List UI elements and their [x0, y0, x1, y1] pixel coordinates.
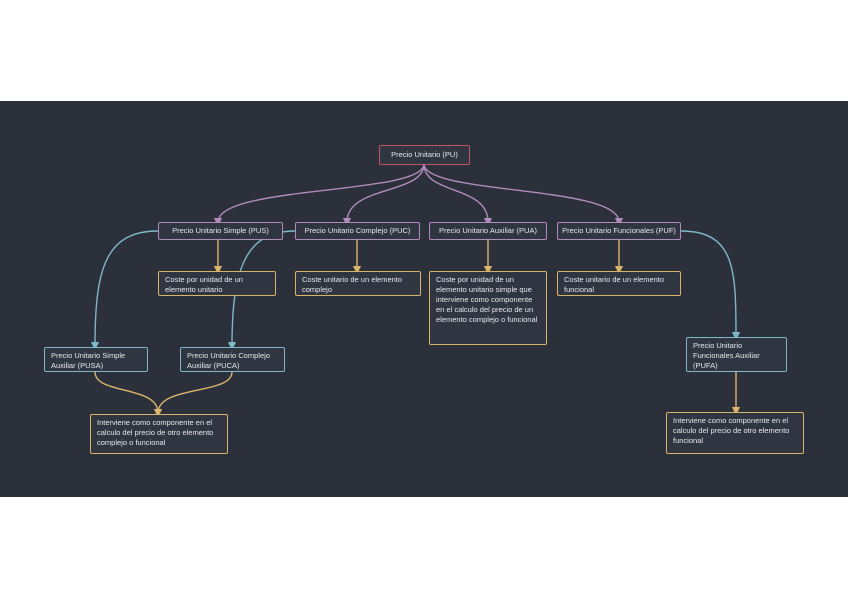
edge-pusa-note [94, 371, 163, 418]
node-pus[interactable]: Precio Unitario Simple (PUS) [158, 222, 283, 240]
edge-root-pua [423, 163, 493, 227]
node-puc[interactable]: Precio Unitario Complejo (PUC) [295, 222, 420, 240]
aux-pufa-label: Precio Unitario Funcionales Auxiliar (PU… [693, 341, 760, 370]
node-puf-label: Precio Unitario Funcionales (PUF) [562, 226, 676, 235]
aux-pufa[interactable]: Precio Unitario Funcionales Auxiliar (PU… [686, 337, 787, 372]
desc-puc-text: Coste unitario de un elemento complejo [302, 275, 403, 294]
note-right[interactable]: Interviene como componente en el calculo… [666, 412, 804, 454]
aux-pusa[interactable]: Precio Unitario Simple Auxiliar (PUSA) [44, 347, 148, 372]
desc-pus[interactable]: Coste por unidad de un elemento unitario [158, 271, 276, 296]
node-pus-label: Precio Unitario Simple (PUS) [172, 226, 269, 235]
desc-puc[interactable]: Coste unitario de un elemento complejo [295, 271, 421, 296]
note-left[interactable]: Interviene como componente en el calculo… [90, 414, 228, 454]
node-pua[interactable]: Precio Unitario Auxiliar (PUA) [429, 222, 547, 240]
note-left-text: Interviene como componente en el calculo… [97, 418, 214, 447]
edge-root-pus [213, 163, 425, 227]
aux-puca-label: Precio Unitario Complejo Auxiliar (PUCA) [187, 351, 270, 370]
edge-pus-pusa [90, 230, 159, 351]
desc-pua[interactable]: Coste por unidad de un elemento unitario… [429, 271, 547, 345]
desc-puf[interactable]: Coste unitario de un elemento funcional [557, 271, 681, 296]
node-puc-label: Precio Unitario Complejo (PUC) [304, 226, 411, 235]
desc-pua-text: Coste por unidad de un elemento unitario… [436, 275, 538, 324]
node-puf[interactable]: Precio Unitario Funcionales (PUF) [557, 222, 681, 240]
edge-root-puf [423, 163, 624, 227]
note-right-text: Interviene como componente en el calculo… [673, 416, 790, 445]
aux-pusa-label: Precio Unitario Simple Auxiliar (PUSA) [51, 351, 126, 370]
aux-puca[interactable]: Precio Unitario Complejo Auxiliar (PUCA) [180, 347, 285, 372]
root-node[interactable]: Precio Unitario (PU) [379, 145, 470, 165]
node-pua-label: Precio Unitario Auxiliar (PUA) [439, 226, 537, 235]
desc-puf-text: Coste unitario de un elemento funcional [564, 275, 665, 294]
desc-pus-text: Coste por unidad de un elemento unitario [165, 275, 243, 294]
edge-puf-pufa [680, 230, 741, 341]
root-label: Precio Unitario (PU) [391, 150, 458, 159]
edge-root-puc [342, 163, 425, 227]
edge-puca-note [153, 371, 233, 418]
